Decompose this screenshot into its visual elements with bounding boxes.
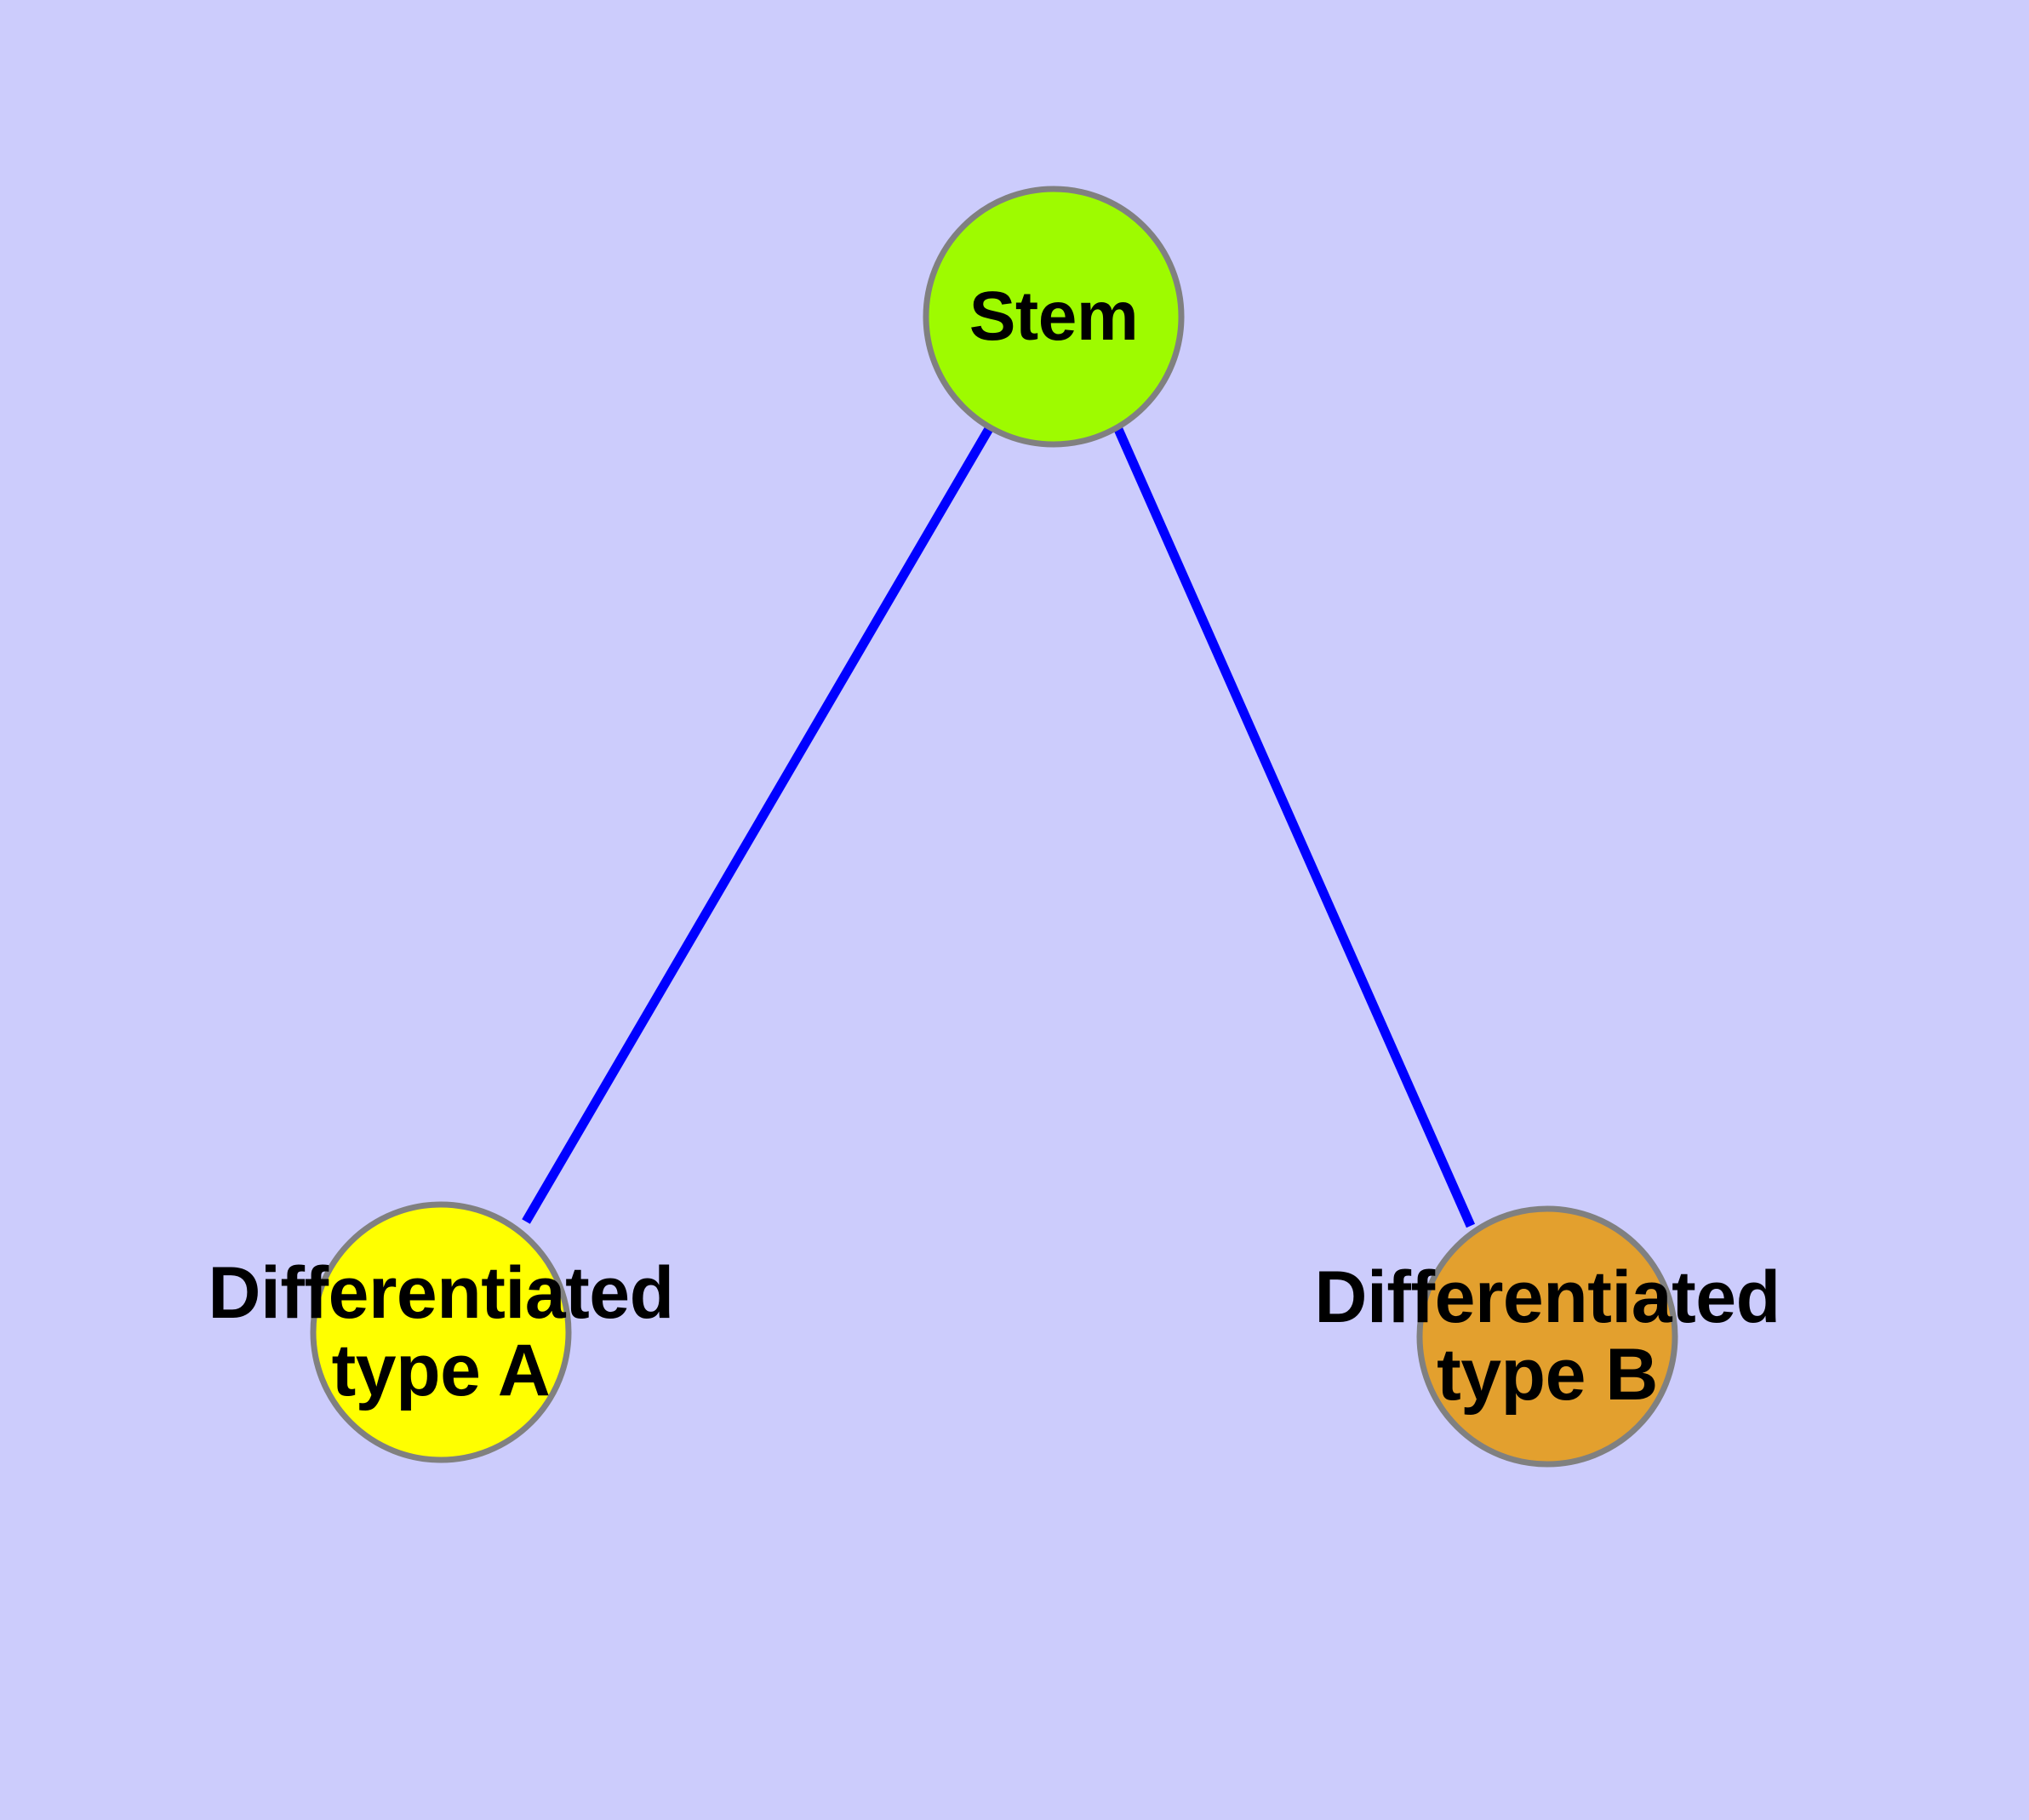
- node-stem[interactable]: [923, 186, 1185, 448]
- node-layer: [310, 186, 1678, 1468]
- edge-stem-to-differentiated-type-b: [1112, 425, 1476, 1228]
- node-differentiated-type-b[interactable]: [1416, 1205, 1678, 1468]
- edge-layer: [522, 425, 1476, 1228]
- node-differentiated-type-a[interactable]: [310, 1201, 572, 1463]
- edge-stem-to-differentiated-type-a: [522, 425, 994, 1224]
